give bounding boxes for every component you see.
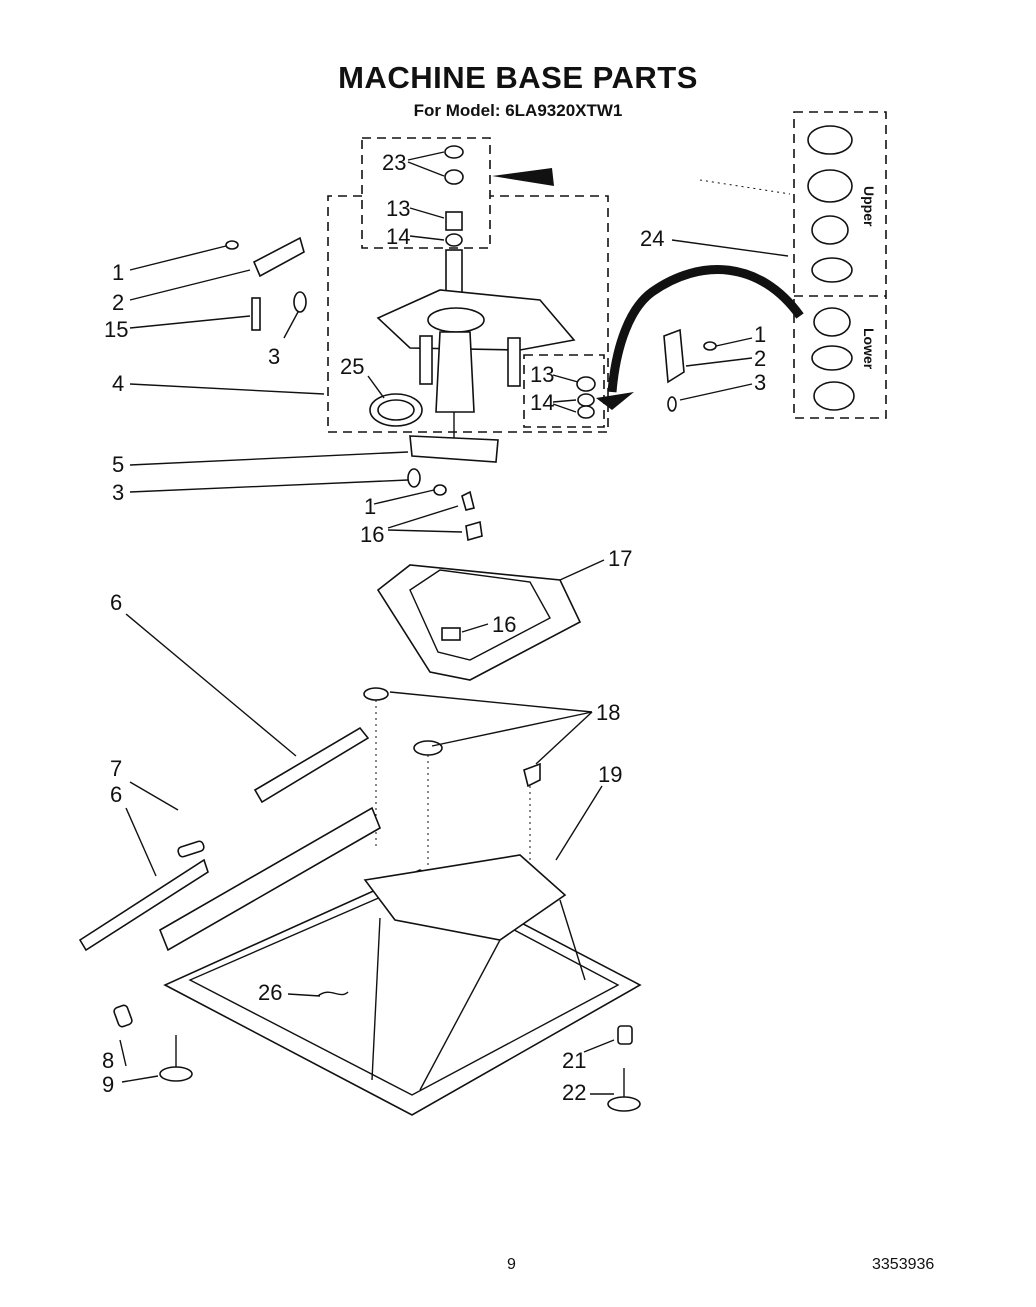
model-subtitle: For Model: 6LA9320XTW1 (413, 101, 623, 120)
callout-16-lower: 16 (492, 612, 516, 637)
group-arrow-curve (607, 265, 804, 393)
callout-7: 7 (110, 756, 122, 781)
callout-3-left: 3 (112, 480, 124, 505)
group-arrow-upper (492, 168, 554, 186)
callout-1-center: 1 (364, 494, 376, 519)
group-arrow-head (596, 392, 634, 410)
callout-17: 17 (608, 546, 632, 571)
callout-26: 26 (258, 980, 282, 1005)
callout-1-left: 1 (112, 260, 124, 285)
suspension-frame (376, 564, 582, 681)
group-box-bearings (793, 111, 887, 419)
callout-14-top: 14 (386, 224, 410, 249)
leader-lines (119, 151, 789, 1095)
lower-label: Lower (861, 328, 877, 370)
left-bracket-parts (225, 236, 307, 331)
pads-18 (363, 687, 541, 870)
callout-1-right: 1 (754, 322, 766, 347)
callout-2-right: 2 (754, 346, 766, 371)
machine-base-frame (78, 726, 642, 1116)
callout-labels: 1 2 15 3 4 25 5 3 1 16 23 13 14 13 14 24… (102, 150, 766, 1105)
callout-6-lower: 6 (110, 782, 122, 807)
right-bracket-parts (576, 328, 717, 419)
parts-23-13-14 (444, 145, 464, 247)
callout-6-upper: 6 (110, 590, 122, 615)
callout-3-upper-left: 3 (268, 344, 280, 369)
callout-16-upper: 16 (360, 522, 384, 547)
callout-5: 5 (112, 452, 124, 477)
callout-8: 8 (102, 1048, 114, 1073)
callout-4: 4 (112, 371, 124, 396)
lever-and-pads (407, 435, 499, 542)
callout-24: 24 (640, 226, 664, 251)
callout-21: 21 (562, 1048, 586, 1073)
page-title: MACHINE BASE PARTS (338, 60, 698, 95)
callout-2-left: 2 (112, 290, 124, 315)
callout-23: 23 (382, 150, 406, 175)
transmission-assembly (369, 249, 576, 440)
callout-25: 25 (340, 354, 364, 379)
callout-13-top: 13 (386, 196, 410, 221)
callout-15: 15 (104, 317, 128, 342)
callout-14-right: 14 (530, 390, 554, 415)
group-box-top (361, 137, 491, 249)
callout-22: 22 (562, 1080, 586, 1105)
callout-3-right: 3 (754, 370, 766, 395)
group-box-transmission (327, 195, 609, 433)
callout-18: 18 (596, 700, 620, 725)
bearing-set (807, 125, 855, 411)
callout-13-right: 13 (530, 362, 554, 387)
page-number: 9 (507, 1256, 516, 1273)
upper-label: Upper (861, 186, 877, 227)
callout-19: 19 (598, 762, 622, 787)
leveling-feet (113, 1004, 641, 1112)
callout-9: 9 (102, 1072, 114, 1097)
document-number: 3353936 (872, 1256, 935, 1273)
guide-line (699, 179, 791, 195)
